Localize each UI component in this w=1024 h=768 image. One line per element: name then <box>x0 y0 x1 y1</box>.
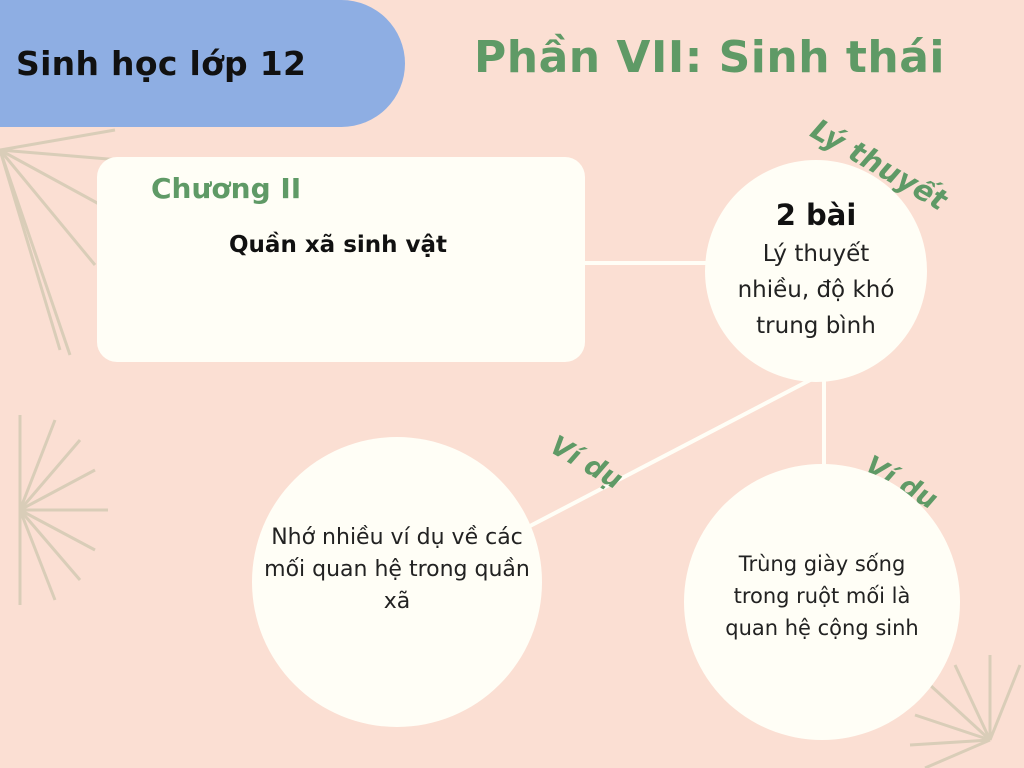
sunburst-decoration-left <box>18 415 108 605</box>
theory-description: Lý thuyết nhiều, độ khó trung bình <box>737 241 895 339</box>
subject-title: Sinh học lớp 12 <box>16 44 307 83</box>
part-title: Phần VII: Sinh thái <box>474 32 945 83</box>
sunburst-decoration-top-left <box>0 128 121 356</box>
chapter-label: Chương II <box>151 172 302 205</box>
example-description-2: Trùng giày sống trong ruột mối là quan h… <box>725 552 919 640</box>
sunburst-decoration-bottom-right <box>909 655 1022 768</box>
connector-lines <box>529 261 826 528</box>
connector-theory-example-1 <box>529 376 815 528</box>
example-circle-2: Trùng giày sống trong ruột mối là quan h… <box>684 464 960 740</box>
subject-banner: Sinh học lớp 12 <box>0 0 405 127</box>
example-description-1: Nhớ nhiều ví dụ về các mối quan hệ trong… <box>264 525 530 614</box>
lesson-count: 2 bài <box>775 198 857 232</box>
theory-circle: 2 bài Lý thuyết nhiều, độ khó trung bình <box>705 160 927 382</box>
example-circle-1: Nhớ nhiều ví dụ về các mối quan hệ trong… <box>252 437 542 727</box>
chapter-name: Quần xã sinh vật <box>229 232 448 258</box>
chapter-card <box>97 157 585 362</box>
